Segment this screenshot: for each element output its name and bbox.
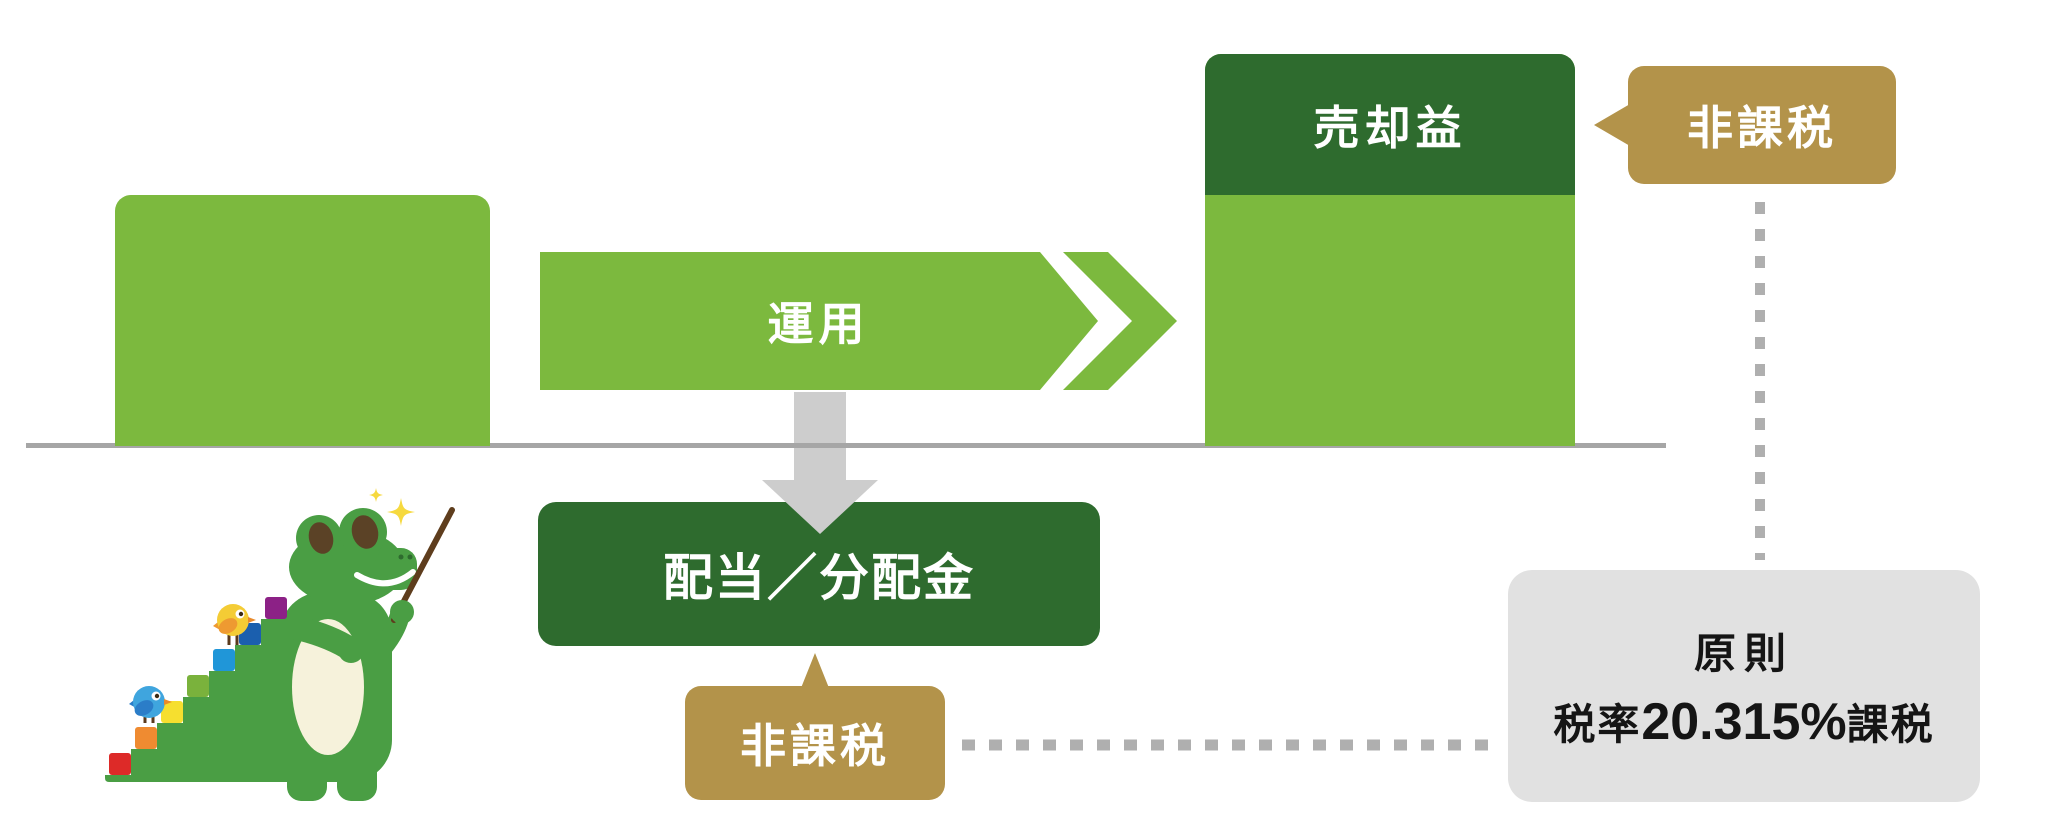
- block-purple: [265, 597, 287, 619]
- croc-paw: [390, 600, 414, 624]
- investment-box-left: [115, 195, 490, 446]
- block-blue: [239, 623, 261, 645]
- tax-rate-suffix: 課税: [1846, 701, 1935, 748]
- croc-leg-right: [337, 755, 377, 801]
- block-yellow: [161, 701, 183, 723]
- croc-snout: [375, 548, 417, 590]
- taxation-principle-label: 原則: [1693, 630, 1794, 677]
- block-orange: [135, 727, 157, 749]
- croc-eye-left: [308, 522, 334, 554]
- tax-free-bottom-label: 非課税: [740, 720, 890, 772]
- croc-nostril: [398, 554, 404, 560]
- tax-free-bubble-top: 非課税: [1594, 66, 1896, 184]
- croc-leg-left: [287, 755, 327, 801]
- capital-gain-header: 売却益: [1205, 54, 1575, 195]
- investment-box-right: 売却益: [1205, 54, 1575, 446]
- down-arrow-shaft: [794, 392, 846, 484]
- tax-rate-prefix: 税率: [1553, 701, 1642, 748]
- croc-eye-right: [351, 515, 379, 549]
- bubble-tail-up-icon: [801, 653, 829, 688]
- tax-free-top-label: 非課税: [1687, 102, 1837, 154]
- croc-nostril: [407, 554, 413, 560]
- sparkle-icon-small: [369, 488, 383, 502]
- block-skyblue: [213, 649, 235, 671]
- pointer-stick: [391, 507, 455, 623]
- capital-gain-label: 売却益: [1313, 101, 1467, 154]
- croc-smile: [354, 569, 416, 587]
- baseline-over-arrow: [780, 443, 860, 448]
- operation-arrow-label: 運用: [767, 298, 870, 350]
- crocodile-icon: [280, 507, 455, 801]
- block-red: [109, 753, 131, 775]
- tax-free-bubble-bottom: 非課税: [685, 653, 945, 800]
- crocodile-mascot-illustration: [105, 488, 455, 801]
- croc-belly: [292, 619, 364, 755]
- bubble-tail-left-icon: [1594, 104, 1630, 146]
- blue-bird-icon: [129, 686, 172, 723]
- staircase-tail: [105, 619, 291, 782]
- dividend-box: 配当／分配金: [538, 502, 1100, 646]
- tax-rate-value: 20.315%: [1641, 693, 1847, 751]
- croc-arm-right: [373, 608, 409, 657]
- croc-arm-left: [281, 615, 359, 659]
- stairs-blocks: [109, 597, 287, 775]
- block-green: [187, 675, 209, 697]
- yellow-bird-icon: [213, 604, 256, 645]
- sparkle-icon: [387, 498, 415, 526]
